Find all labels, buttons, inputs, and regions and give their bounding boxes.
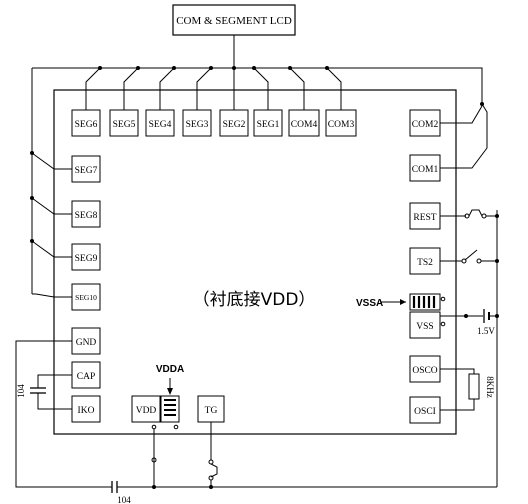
- pin-label-seg7: SEG7: [75, 166, 98, 176]
- pin-label-seg1: SEG1: [257, 120, 280, 130]
- crystal-label: 8KHz: [485, 376, 495, 398]
- pin-label-ts2: TS2: [417, 258, 433, 268]
- pin-label-com1: COM1: [412, 165, 439, 175]
- pin-label-seg4: SEG4: [149, 120, 172, 130]
- pin-label-seg8: SEG8: [75, 211, 98, 221]
- cap-bottom-label: 104: [117, 495, 131, 504]
- bus-wire: [32, 67, 483, 103]
- chip-substrate-label: （衬底接VDD）: [193, 290, 316, 310]
- left-pin-gnd: GND: [71, 327, 101, 355]
- top-pin-seg1: SEG1: [252, 66, 283, 137]
- left-pin-seg10: SEG10: [32, 283, 101, 311]
- right-pin-ts2: TS2: [409, 247, 497, 275]
- pin-label-seg5: SEG5: [113, 120, 136, 130]
- pin-label-vss: VSS: [416, 322, 433, 332]
- pin-label-com4: COM4: [291, 120, 318, 130]
- top-pin-seg4: SEG4: [145, 66, 176, 137]
- left-pin-seg9: SEG9: [30, 239, 101, 271]
- left-pin-seg8: SEG8: [30, 196, 101, 228]
- top-pin-com3: COM3: [325, 66, 357, 137]
- top-pin-seg6: SEG6: [71, 66, 102, 137]
- left-pin-cap: CAP: [71, 361, 101, 389]
- capacitor-104-bottom: 104: [111, 481, 131, 504]
- pin-label-seg9: SEG9: [75, 254, 98, 264]
- pin-label-seg2: SEG2: [223, 120, 246, 130]
- left-pin-iko: IKO: [71, 395, 101, 423]
- pin-label-seg6: SEG6: [75, 120, 98, 130]
- right-pin-osco: OSCO: [409, 355, 475, 383]
- pin-label-com3: COM3: [328, 120, 355, 130]
- vssa-connector: VSSA: [356, 293, 446, 327]
- bottom-pin-vdd: VDD: [131, 395, 161, 423]
- chip-body: [53, 89, 457, 435]
- top-pin-seg2: SEG2: [219, 66, 249, 137]
- top-pin-seg5: SEG5: [109, 66, 140, 137]
- gnd-wire: [15, 340, 112, 488]
- top-pin-seg3: SEG3: [182, 66, 213, 137]
- right-pin-rest: REST: [409, 202, 497, 230]
- pin-label-tg: TG: [205, 406, 218, 416]
- right-pin-osci: OSCI: [409, 396, 475, 424]
- pin-label-osco: OSCO: [412, 366, 437, 376]
- pin-label-gnd: GND: [76, 338, 97, 348]
- battery-label: 1.5V: [477, 326, 495, 336]
- pin-label-seg3: SEG3: [186, 120, 209, 130]
- vdda-connector: VDDA: [151, 364, 184, 430]
- pin-label-seg10: SEG10: [75, 293, 97, 302]
- pin-label-rest: REST: [413, 213, 436, 223]
- pin-label-osci: OSCI: [414, 407, 436, 417]
- tg-switch: [208, 422, 218, 487]
- left-pin-seg7: SEG7: [30, 151, 101, 183]
- pin-label-iko: IKO: [78, 406, 95, 416]
- lcd-module: COM & SEGMENT LCD: [172, 4, 296, 36]
- lcd-label: COM & SEGMENT LCD: [176, 15, 292, 27]
- vdda-label: VDDA: [156, 364, 184, 375]
- right-pin-com2: COM2: [409, 102, 484, 137]
- crystal-8khz: 8KHz: [468, 373, 495, 400]
- right-pin-com1: COM1: [409, 103, 488, 182]
- right-pin-vss: VSS 1.5V: [409, 309, 497, 339]
- bottom-pin-tg: TG: [197, 395, 225, 423]
- vssa-label: VSSA: [356, 298, 383, 309]
- pin-label-cap: CAP: [77, 372, 95, 382]
- cap-left-label: 104: [16, 384, 26, 398]
- pin-label-com2: COM2: [412, 120, 439, 130]
- top-pin-com4: COM4: [288, 66, 320, 137]
- pin-label-vdd: VDD: [136, 406, 157, 416]
- capacitor-104-left: 104: [16, 374, 72, 410]
